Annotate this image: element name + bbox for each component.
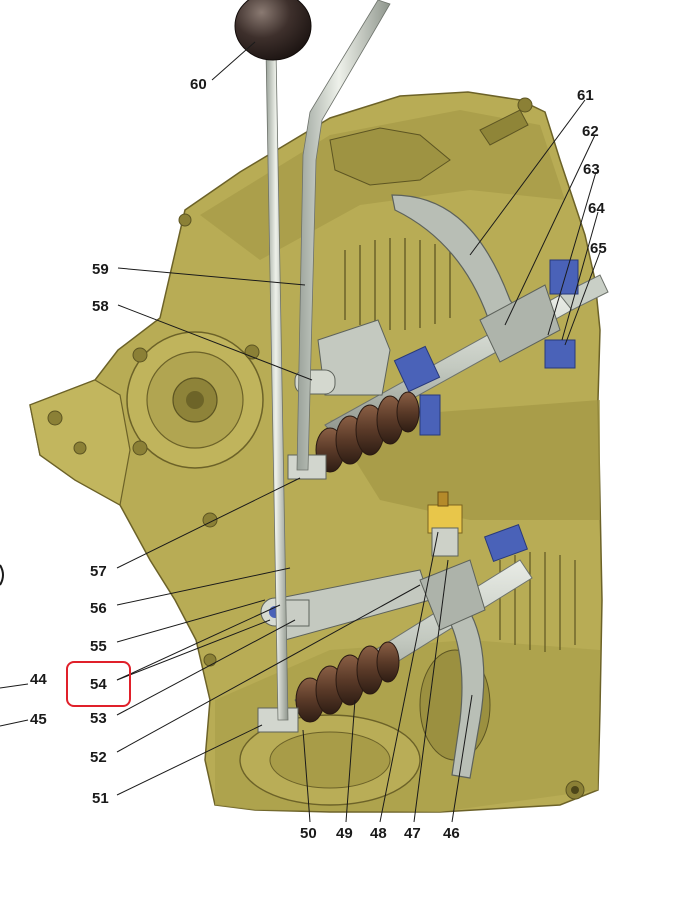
label-53: 53 [90,710,107,727]
leader-lines [0,41,601,823]
label-61: 61 [577,87,594,104]
label-51: 51 [92,790,109,807]
label-48: 48 [370,825,387,842]
edge-mark [0,564,4,586]
label-58: 58 [92,298,109,315]
label-50: 50 [300,825,317,842]
label-64: 64 [588,200,605,217]
lower-rubber-boot [295,641,400,723]
label-49: 49 [336,825,353,842]
label-59: 59 [92,261,109,278]
label-65: 65 [590,240,607,257]
label-52: 52 [90,749,107,766]
label-45: 45 [30,711,47,728]
label-56: 56 [90,600,107,617]
highlight-box [66,661,131,707]
label-44: 44 [30,671,47,688]
label-46: 46 [443,825,460,842]
gear-knob [234,0,312,61]
label-62: 62 [582,123,599,140]
lower-shift-rail [257,491,533,779]
callout-labels: 60 61 62 63 64 65 59 58 57 56 55 54 53 5… [30,76,607,842]
label-54: 54 [90,676,107,693]
upper-rubber-boot [315,391,420,473]
label-57: 57 [90,563,107,580]
label-60: 60 [190,76,207,93]
label-47: 47 [404,825,421,842]
label-55: 55 [90,638,107,655]
label-63: 63 [583,161,600,178]
